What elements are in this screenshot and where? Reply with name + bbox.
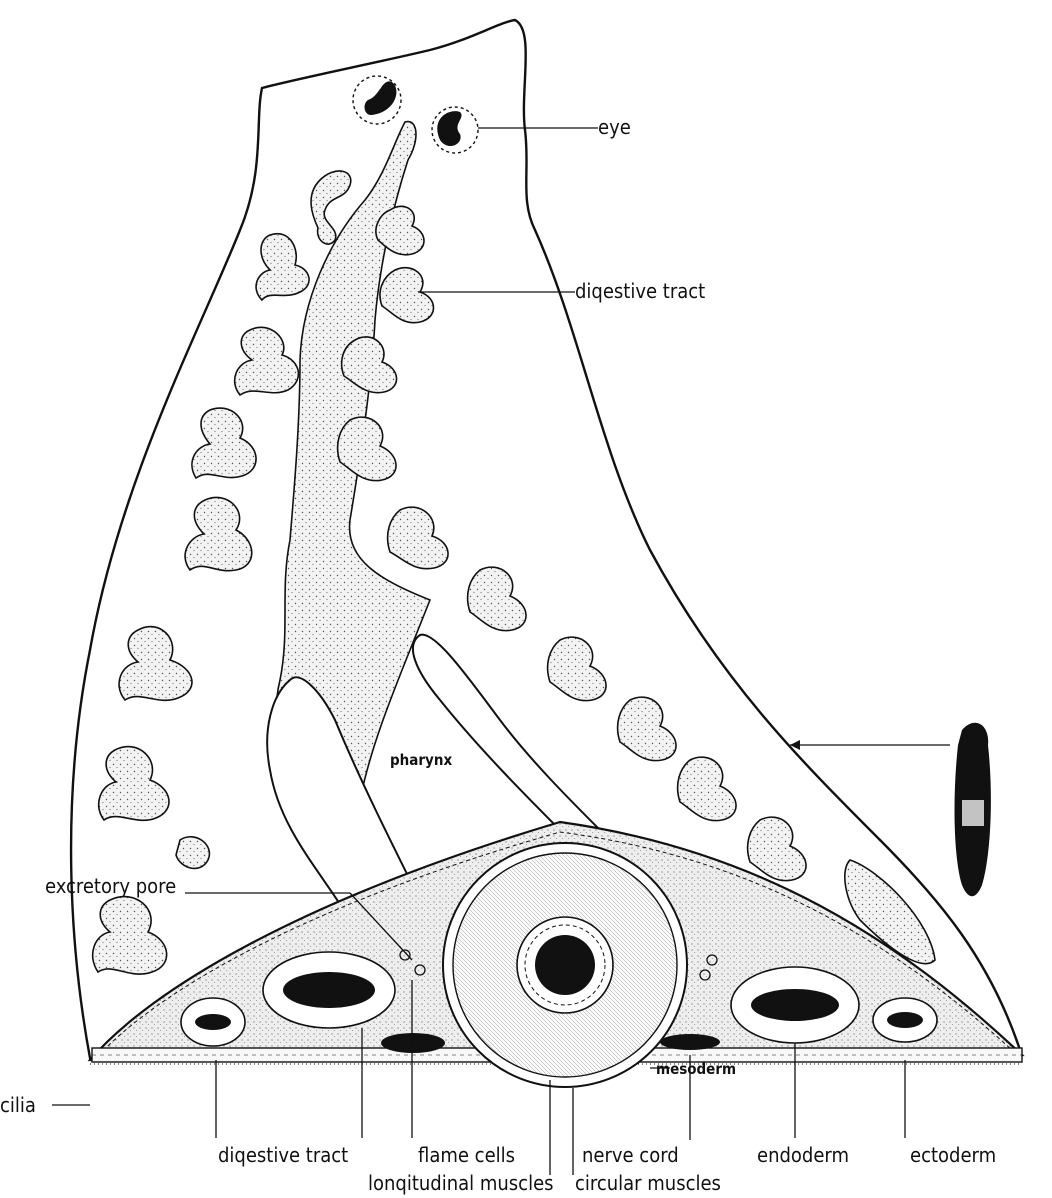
label-mesoderm: mesoderm [656, 1060, 736, 1078]
label-digestive-tract-top: diqestive tract [575, 279, 705, 303]
label-pharynx: pharynx [390, 751, 452, 769]
label-excretory-pore: excretory pore [45, 874, 176, 898]
label-endoderm: endoderm [757, 1143, 849, 1167]
label-flame-cells: flame cells [418, 1143, 515, 1167]
label-ectoderm: ectoderm [910, 1143, 996, 1167]
label-digestive-tract-bottom: diqestive tract [218, 1143, 348, 1167]
label-cilia: cilia [0, 1093, 36, 1117]
label-eye: eye [598, 115, 631, 139]
label-longitudinal-muscles: lonqitudinal muscles [368, 1171, 554, 1195]
label-nerve-cord: nerve cord [582, 1143, 679, 1167]
label-circular-muscles: circular muscles [575, 1171, 721, 1195]
